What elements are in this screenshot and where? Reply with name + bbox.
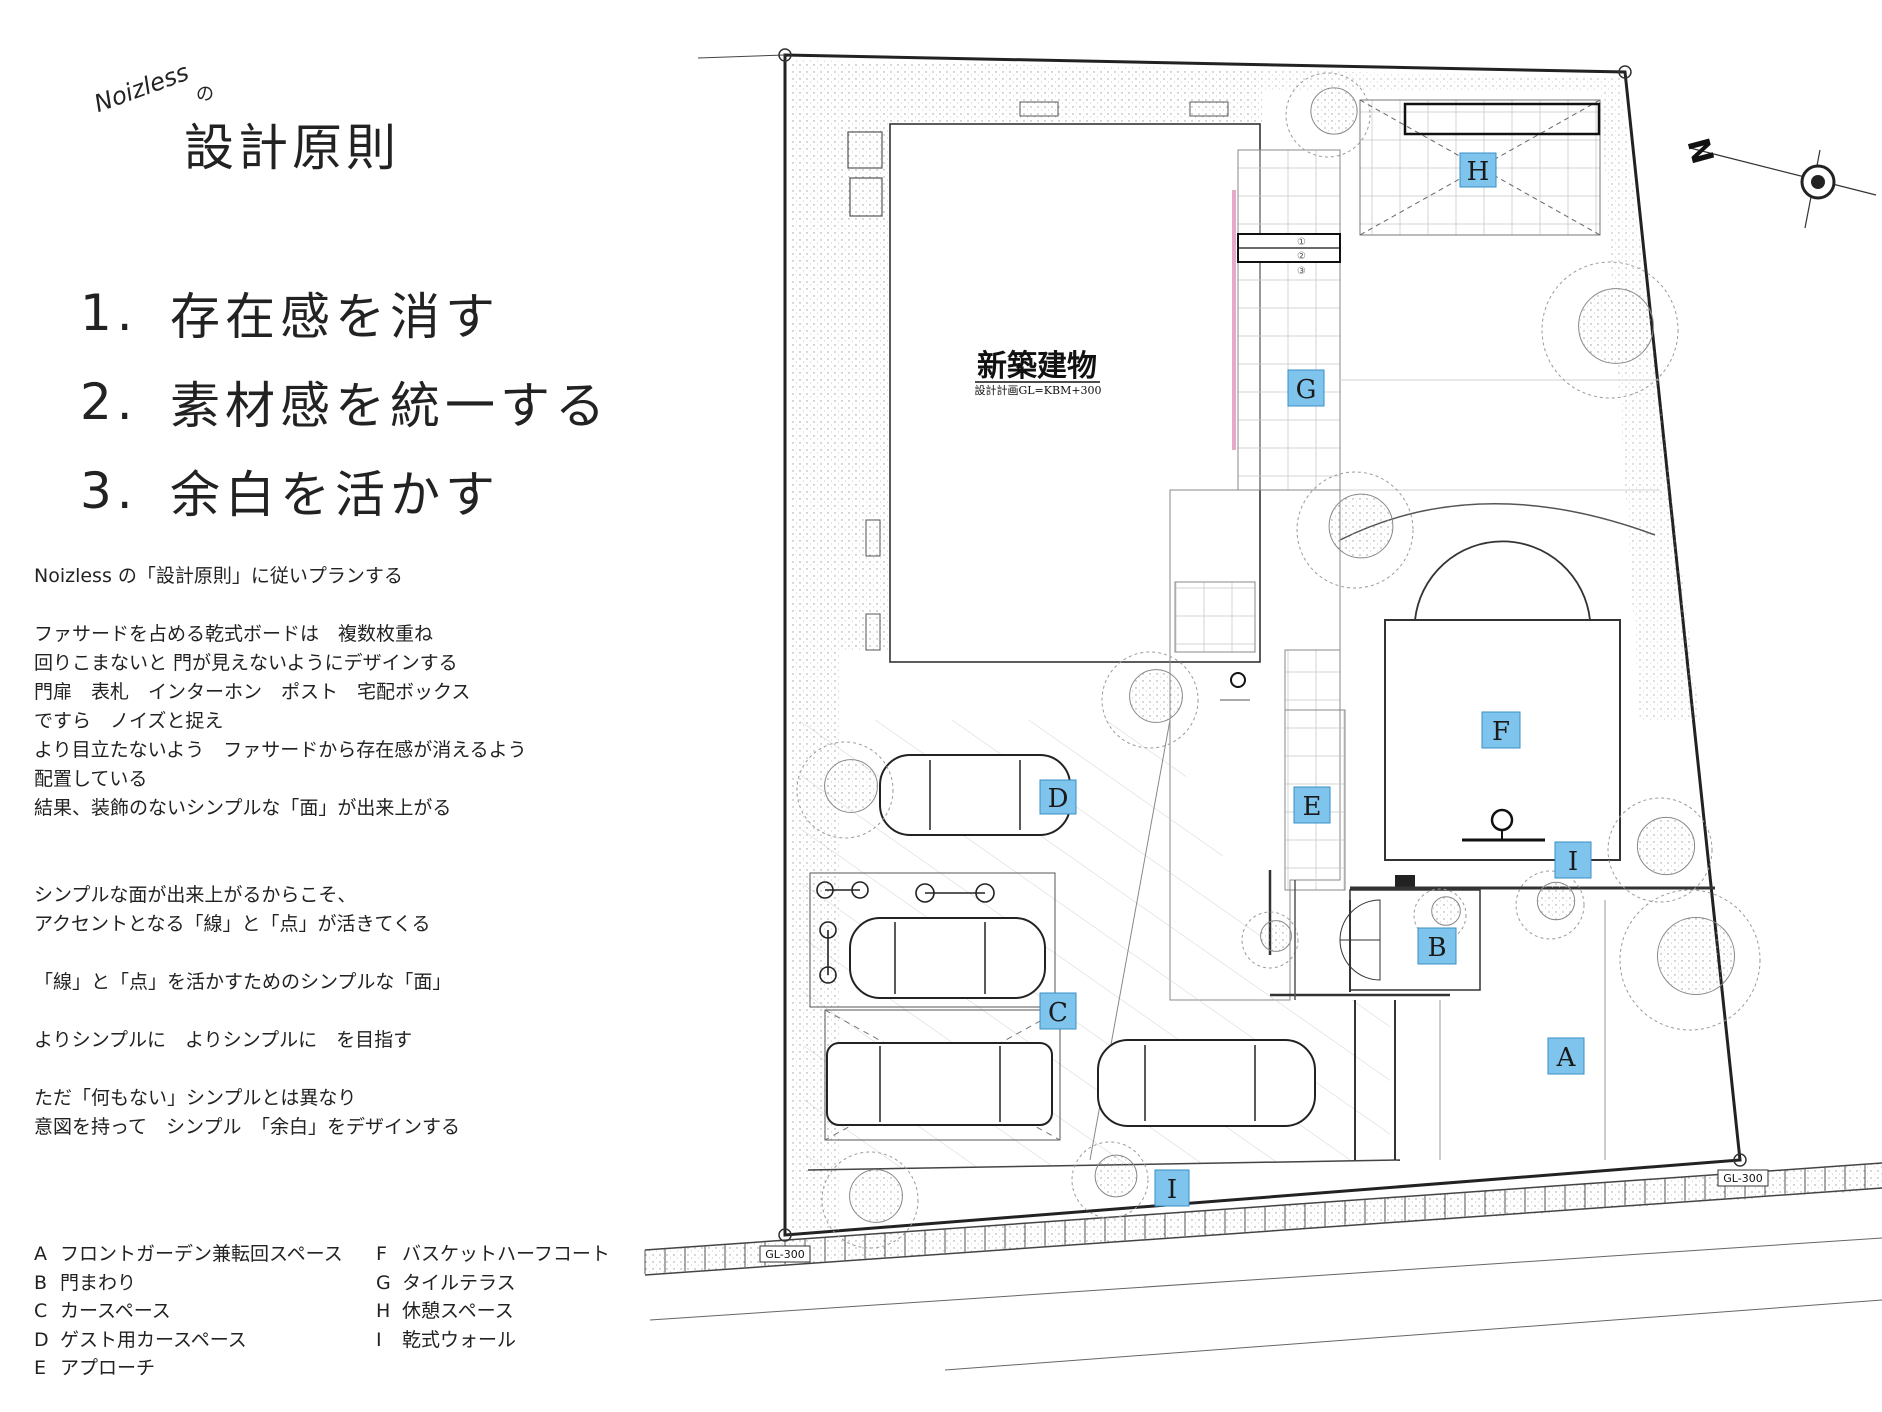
- body-line: 「線」と「点」を活かすためのシンプルな「面」: [34, 971, 452, 993]
- gl-label: GL-300: [1717, 1169, 1769, 1187]
- svg-text:G: G: [1296, 375, 1317, 405]
- brand-particle: の: [196, 84, 214, 105]
- new-building: 新築建物 設計計画GL=KBM+300: [847, 101, 1261, 663]
- body-line: 門扉 表札 インターホン ポスト 宅配ボックス: [34, 681, 471, 703]
- zone-marker-e: E: [1293, 786, 1331, 824]
- north-arrow: N: [1680, 135, 1877, 229]
- svg-text:A: A: [1556, 1043, 1577, 1073]
- site-plan: 新築建物 設計計画GL=KBM+300 ① ② ③: [644, 48, 1882, 1371]
- body-line: Noizless の「設計原則」に従いプランする: [34, 565, 403, 587]
- svg-text:H: H: [1467, 157, 1490, 187]
- svg-text:D: D: [1048, 784, 1069, 814]
- svg-text:I: I: [1568, 847, 1578, 877]
- gl-label: GL-300: [759, 1245, 811, 1263]
- approach-path: [1169, 489, 1346, 1001]
- body-line: ファサードを占める乾式ボードは 複数枚重ね: [34, 623, 434, 645]
- body-line: 意図を持って シンプル 「余白」をデザインする: [34, 1116, 460, 1138]
- survey-pin: [778, 48, 1747, 1242]
- zone-marker-i: I: [1154, 1169, 1190, 1207]
- body-line: 結果、装飾のないシンプルな「面」が出来上がる: [34, 797, 452, 819]
- body-line: 回りこまないと 門が見えないようにデザインする: [34, 652, 458, 674]
- svg-text:①: ①: [1297, 237, 1306, 248]
- building-title: 新築建物: [977, 349, 1097, 384]
- body-line: ただ「何もない」シンプルとは異なり: [34, 1087, 357, 1109]
- body-line: 配置している: [34, 768, 148, 790]
- road: [644, 1162, 1882, 1371]
- body-line: ですら ノイズと捉え: [34, 710, 224, 732]
- design-description: Noizless の「設計原則」に従いプランする ファサードを占める乾式ボードは…: [34, 562, 634, 1142]
- body-line: より目立たないよう ファサードから存在感が消えるよう: [34, 739, 527, 761]
- zone-marker-b: B: [1417, 927, 1457, 965]
- zone-marker-a: A: [1547, 1037, 1585, 1075]
- car: [826, 1042, 1053, 1126]
- svg-text:I: I: [1167, 1175, 1177, 1205]
- zone-marker-c: C: [1039, 992, 1077, 1030]
- garden-guidelines: [1340, 379, 1660, 491]
- svg-text:GL-300: GL-300: [765, 1248, 804, 1261]
- principle-item: 3.余白を活かす: [80, 461, 500, 524]
- car: [849, 917, 1046, 999]
- zone-markers: H G F D E I B C A I: [1039, 152, 1592, 1207]
- zone-marker-f: F: [1481, 711, 1521, 749]
- bicycle: [816, 881, 995, 984]
- page-title: 設計原則: [184, 119, 400, 177]
- body-line: よりシンプルに よりシンプルに を目指す: [34, 1029, 413, 1051]
- svg-text:E: E: [1303, 792, 1322, 822]
- svg-text:②: ②: [1297, 251, 1306, 262]
- principles-panel: Noizless の 設計原則 1.存在感を消す 2.素材感を統一する 3.余白…: [0, 0, 640, 1412]
- svg-text:B: B: [1427, 933, 1446, 963]
- svg-text:C: C: [1048, 998, 1068, 1028]
- brand-name: Noizless: [90, 58, 193, 118]
- north-label: N: [1680, 135, 1720, 168]
- principle-item: 1.存在感を消す: [80, 283, 500, 346]
- zone-marker-i: I: [1554, 841, 1592, 879]
- zone-marker-d: D: [1039, 779, 1077, 815]
- principles-list: 1.存在感を消す 2.素材感を統一する 3.余白を活かす: [80, 268, 610, 535]
- principle-item: 2.素材感を統一する: [80, 372, 610, 435]
- dry-wall: [1294, 880, 1351, 1000]
- body-line: シンプルな面が出来上がるからこそ、: [34, 884, 357, 906]
- building-gl-note: 設計計画GL=KBM+300: [974, 383, 1101, 397]
- svg-text:F: F: [1492, 717, 1510, 747]
- body-line: アクセントとなる「線」と「点」が活きてくる: [34, 913, 431, 935]
- svg-text:GL-300: GL-300: [1723, 1172, 1762, 1185]
- tree-canopy: [796, 72, 1761, 1249]
- zone-marker-h: H: [1459, 152, 1497, 188]
- svg-text:③: ③: [1297, 266, 1306, 277]
- basketball-court: [1339, 502, 1656, 861]
- car: [1097, 1039, 1316, 1127]
- tile-terrace: ① ② ③: [1232, 149, 1341, 491]
- zone-marker-g: G: [1287, 369, 1325, 407]
